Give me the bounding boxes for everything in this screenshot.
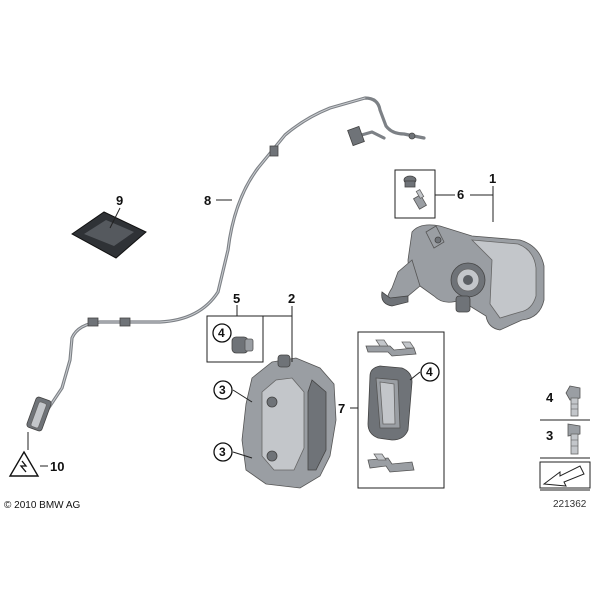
legend-arrow-icon [539,461,591,489]
part-6-box [394,169,436,219]
bleeder-screw[interactable] [403,175,428,210]
label-1: 1 [489,171,496,186]
pad-clips-top[interactable] [365,339,417,357]
callout-circles [212,323,440,462]
wear-sensor-cable[interactable] [26,96,426,432]
legend-bolt-4[interactable] [565,385,581,417]
label-7: 7 [338,401,345,416]
label-6: 6 [457,187,464,202]
label-5: 5 [233,291,240,306]
label-8: 8 [204,193,211,208]
caliper-carrier[interactable] [241,354,337,489]
image-number: 221362 [553,499,587,510]
label-3-upper: 3 [219,383,226,397]
part-5-box [206,315,264,363]
grease-pad[interactable] [71,211,147,259]
copyright-text: © 2010 BMW AG [4,500,81,511]
brake-caliper[interactable] [381,224,545,331]
leader-lines [27,186,494,467]
legend-label-3: 3 [546,428,553,443]
brake-pad[interactable] [367,365,413,441]
pad-clips-bottom[interactable] [367,453,415,473]
legend-label-4: 4 [546,390,554,405]
label-2: 2 [288,291,295,306]
part-7-box [357,331,445,489]
legend-bolt-3[interactable] [567,423,581,455]
label-3-lower: 3 [219,445,226,459]
label-9: 9 [116,193,123,208]
guide-boot[interactable] [231,336,254,354]
label-4-pads: 4 [426,365,433,379]
label-4-boot: 4 [218,326,225,340]
label-10: 10 [50,459,64,474]
electrical-connector-icon [8,450,40,477]
